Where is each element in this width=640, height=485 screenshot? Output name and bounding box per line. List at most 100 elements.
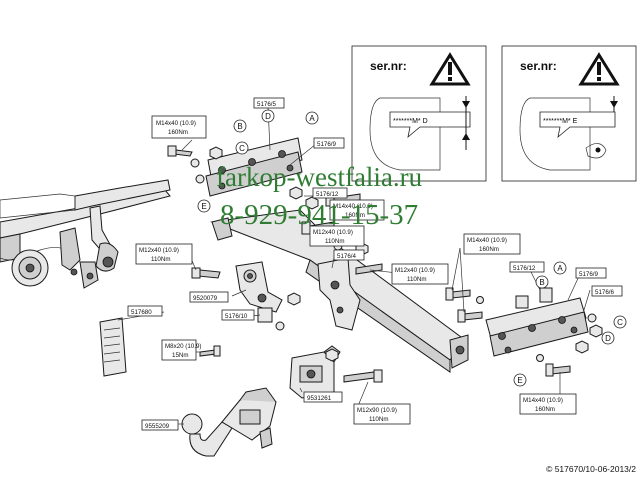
svg-text:B: B: [237, 122, 242, 131]
hitch-outline: [369, 97, 441, 171]
bolt-m14-icon: [173, 149, 193, 157]
part-number: 9555209: [145, 423, 170, 430]
tow-ball-icon: [181, 413, 203, 435]
serial-code: *******M* E: [543, 118, 578, 125]
callout-5176-12-right: 5176/12: [509, 261, 545, 273]
crossbar: [210, 209, 469, 373]
callout-9531261: 9531261: [303, 391, 343, 403]
callout-bolt-bottom-right: M14x40 (10.9) 160Nm: [519, 393, 577, 415]
svg-text:D: D: [265, 112, 271, 121]
callout-bolt-top-right: M14x40 (10.9) 160Nm: [463, 233, 521, 255]
callout-bolt-m12-center: M12x40 (10.9) 110Nm: [309, 225, 365, 247]
bolt-size: M8x20 (10.9): [165, 343, 201, 350]
callout-5176-9-right: 5176/9: [575, 267, 607, 279]
eye-symbol-icon: [585, 143, 607, 159]
bolt-torque: 110Nm: [151, 256, 171, 263]
callout-bolt-m8: M8x20 (10.9) 15Nm: [161, 339, 201, 361]
part-number: 5176/9: [579, 271, 598, 278]
part-number: 5176/9: [317, 141, 336, 148]
letter-marker-c-top: C: [235, 141, 249, 155]
letter-marker-e-right: E: [513, 373, 527, 387]
bolt-size: M14x40 (10.9): [333, 203, 373, 210]
bolt-size: M14x40 (10.9): [156, 120, 196, 127]
bolt-torque: 15Nm: [172, 352, 189, 359]
svg-text:E: E: [517, 376, 522, 385]
serial-plate: [389, 111, 471, 139]
bolt-m12x90-icon: [325, 348, 383, 383]
svg-text:A: A: [309, 114, 315, 123]
bolt-size: M14x40 (10.9): [523, 397, 563, 404]
bolt-torque: 160Nm: [535, 406, 555, 413]
letter-marker-c-right: C: [613, 315, 627, 329]
bolt-size: M12x40 (10.9): [395, 267, 435, 274]
letter-marker-b-top: B: [233, 119, 247, 133]
callout-9520079: 9520079: [189, 291, 229, 303]
cover-plate-517680: [99, 317, 127, 377]
watermark-url: farkop-westfalia.ru: [216, 162, 423, 192]
watermark-phone: 8-929-941-15-37: [220, 199, 418, 231]
bolt-torque: 110Nm: [369, 416, 389, 423]
vehicle-chassis: [0, 179, 171, 289]
bolt-torque: 160Nm: [168, 129, 188, 136]
tow-ball-9555209: [181, 387, 277, 457]
callout-5176-10: 5176/10: [221, 309, 255, 321]
left-fasteners: [167, 145, 319, 210]
warning-triangle-icon: [578, 52, 620, 86]
side-bracket-9520079: [191, 261, 301, 313]
part-number: 5176/6: [595, 289, 614, 296]
svg-text:E: E: [201, 202, 206, 211]
svg-text:C: C: [239, 144, 245, 153]
part-number: 5176/12: [316, 191, 339, 198]
hitch-outline: [519, 97, 591, 171]
warning-panel-e: ser.nr: *******M* E: [501, 45, 637, 182]
serial-code: *******M* D: [393, 118, 428, 125]
svg-text:D: D: [605, 334, 611, 343]
letter-marker-a-right: A: [553, 261, 567, 275]
callout-bolt-m12x90: M12x90 (10.9) 110Nm: [353, 403, 411, 425]
callout-5176-4: 5176/4: [333, 249, 365, 261]
callout-5176-5: 5176/5: [253, 97, 285, 109]
bolt-size: M14x40 (10.9): [467, 237, 507, 244]
letter-marker-e-top: E: [197, 199, 211, 213]
right-fasteners: [445, 287, 603, 377]
svg-text:A: A: [557, 264, 563, 273]
spacer-5176-10: [257, 307, 285, 331]
mounting-plate-left: [205, 137, 303, 197]
svg-text:C: C: [617, 318, 623, 327]
mounting-plate-right: [485, 287, 589, 357]
bolt-size: M12x40 (10.9): [139, 247, 179, 254]
part-number: 9520079: [193, 295, 218, 302]
serial-label: ser.nr:: [520, 59, 557, 73]
wheel-hub-icon: [11, 249, 49, 287]
callout-9555209: 9555209: [141, 419, 179, 431]
bolt-m8-icon: [199, 345, 221, 357]
callout-5176-6: 5176/6: [591, 285, 623, 297]
part-number: 517680: [131, 309, 152, 316]
bolt-size: M12x90 (10.9): [357, 407, 397, 414]
bolt-torque: 160Nm: [479, 246, 499, 253]
callout-517680: 517680: [127, 305, 163, 317]
callout-bolt-m12-left: M12x40 (10.9) 110Nm: [135, 243, 193, 265]
part-number: 5176/4: [337, 253, 356, 260]
bolt-size: M12x40 (10.9): [313, 229, 353, 236]
letter-marker-a-top: A: [305, 111, 319, 125]
callout-5176-12-top: 5176/12: [312, 187, 348, 199]
callout-bolt-m12-right: M12x40 (10.9) 110Nm: [391, 263, 449, 285]
part-number: 5176/5: [257, 101, 276, 108]
part-number: 9531261: [307, 395, 332, 402]
center-bracket: [317, 257, 361, 331]
letter-marker-d-top: D: [261, 109, 275, 123]
bolt-torque: 160Nm: [345, 212, 365, 219]
part-number: 5176/10: [225, 313, 248, 320]
svg-text:B: B: [539, 278, 544, 287]
bolt-m12-icon: [197, 269, 221, 279]
bolt-torque: 110Nm: [407, 276, 427, 283]
leader-lines: [117, 105, 591, 425]
socket-bracket-9531261: [289, 345, 341, 399]
letter-marker-b-right: B: [535, 275, 549, 289]
letter-marker-d-right: D: [601, 331, 615, 345]
serial-plate: [539, 111, 616, 139]
callout-bolt-top-left: M14x40 (10.9) 160Nm: [151, 115, 207, 139]
